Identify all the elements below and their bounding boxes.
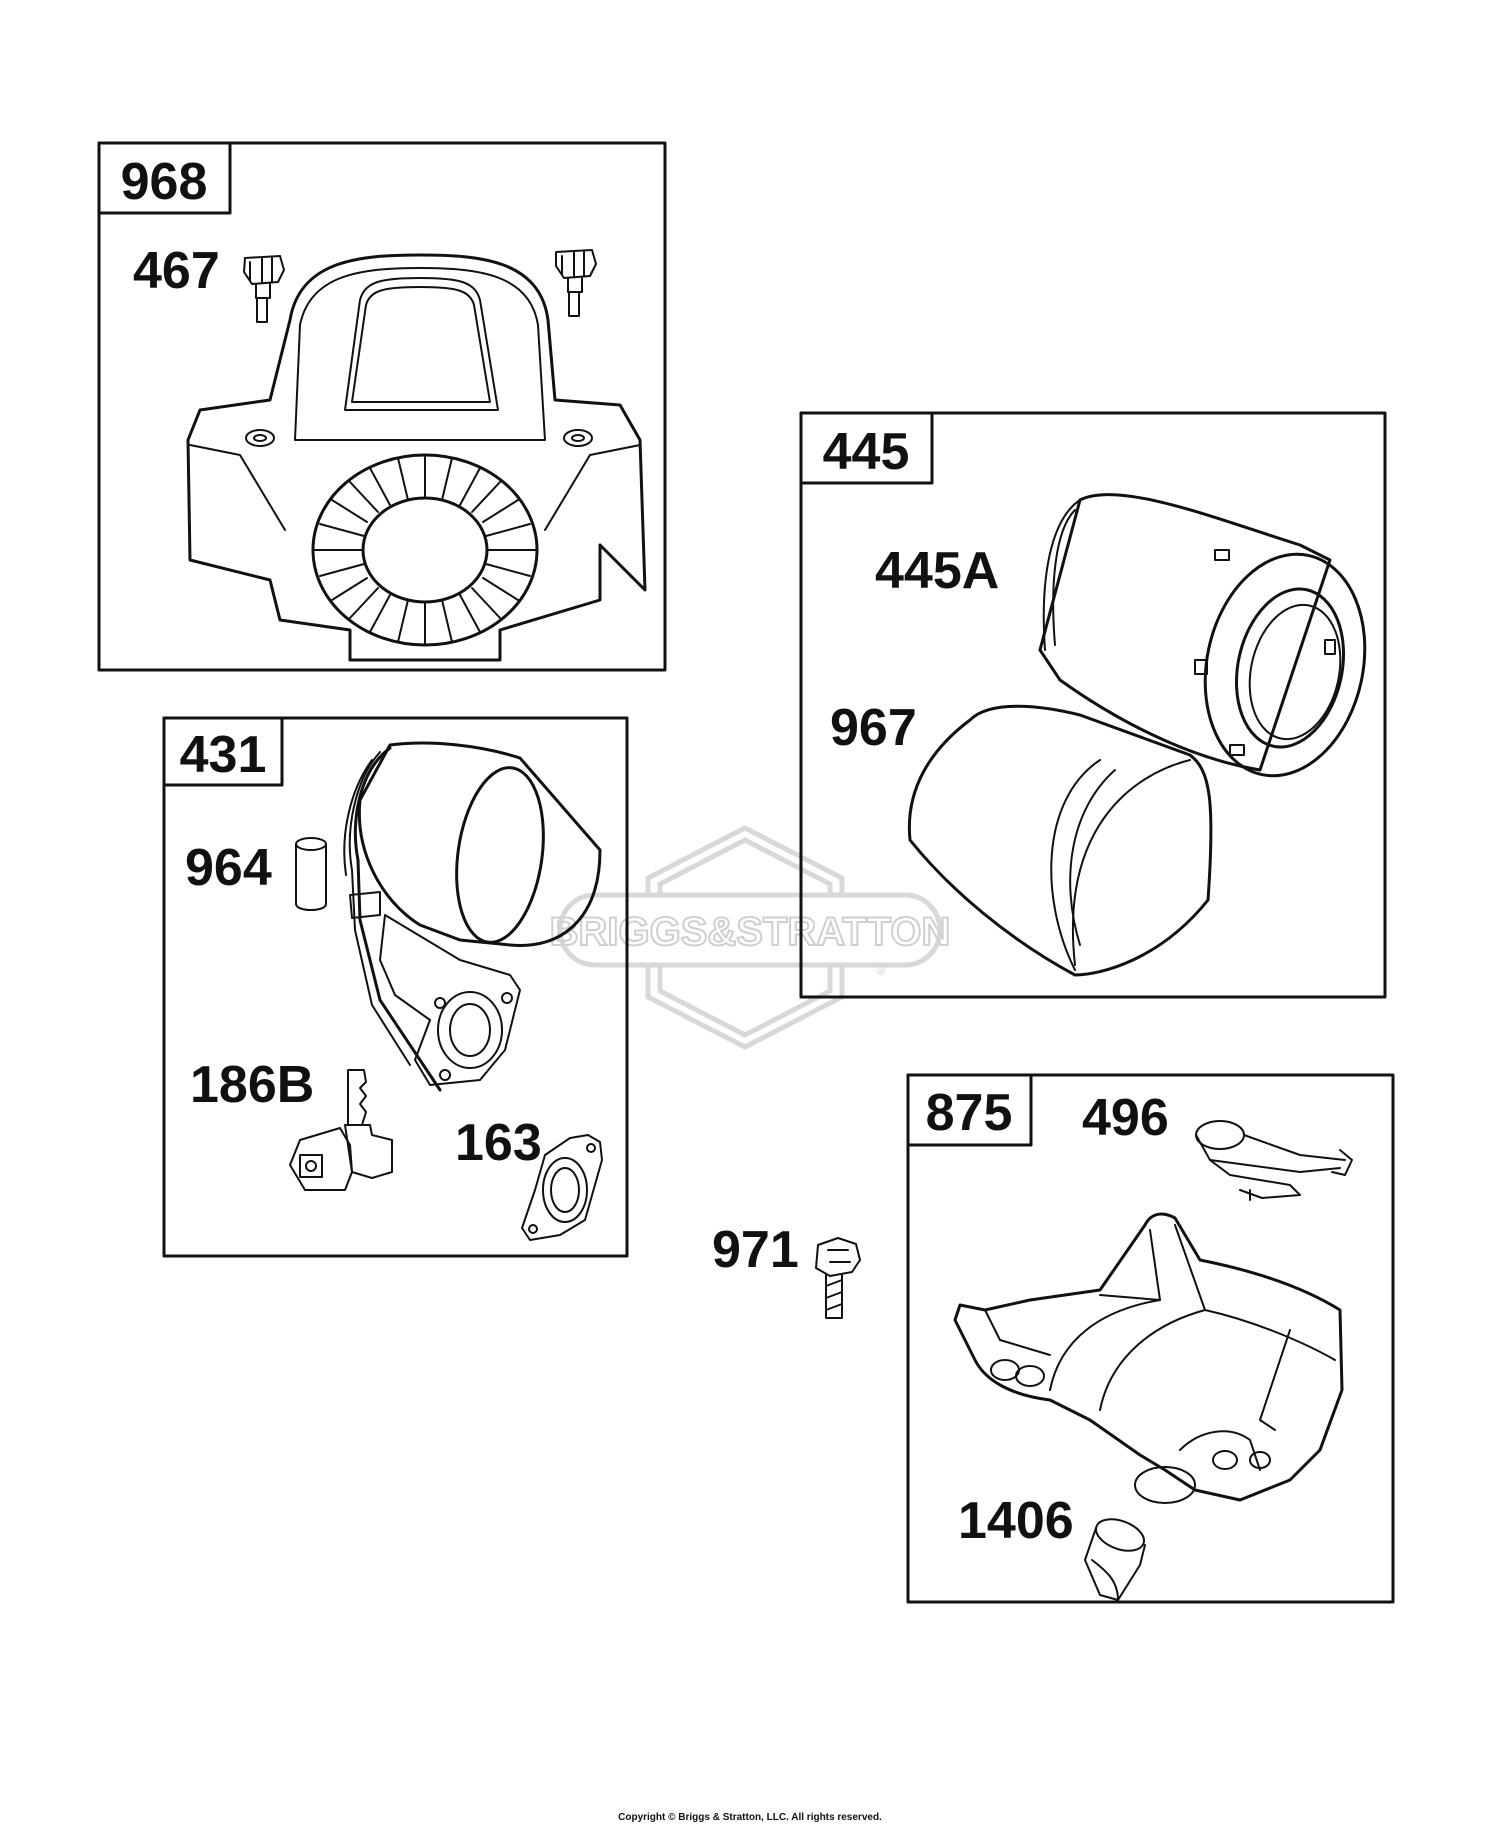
blower-housing-icon <box>186 253 647 662</box>
air-cleaner-base-icon <box>343 741 602 1092</box>
group-445: 445 445A 967 <box>799 411 1387 999</box>
elbow-connector-icon <box>1084 1518 1146 1601</box>
part-1406-label[interactable]: 1406 <box>958 1492 1074 1550</box>
spacer-sleeve-icon <box>295 837 327 911</box>
breather-tube-icon <box>1195 1120 1353 1201</box>
briggs-stratton-watermark: BRIGGS&STRATTON ® <box>549 825 951 1050</box>
part-186B-label[interactable]: 186B <box>190 1056 314 1114</box>
group-431-label[interactable]: 431 <box>180 726 267 784</box>
group-968: 968 467 <box>97 141 667 672</box>
watermark-text: BRIGGS&STRATTON <box>550 910 951 954</box>
gasket-icon <box>521 1134 603 1241</box>
group-431: 431 964 186B 163 <box>162 716 629 1258</box>
air-filter-cartridge-icon <box>1038 493 1367 778</box>
breather-fitting-icon <box>289 1069 393 1191</box>
part-445A-label[interactable]: 445A <box>875 542 999 600</box>
copyright-notice: Copyright © Briggs & Stratton, LLC. All … <box>618 1812 882 1823</box>
pre-cleaner-sleeve-icon <box>907 704 1213 977</box>
group-875: 875 496 1406 <box>906 1073 1395 1604</box>
part-467-label[interactable]: 467 <box>133 242 220 300</box>
group-968-label[interactable]: 968 <box>121 153 208 211</box>
group-445-label[interactable]: 445 <box>823 423 910 481</box>
air-cleaner-housing-icon <box>953 1212 1344 1504</box>
group-875-label[interactable]: 875 <box>926 1084 1013 1142</box>
knob-screw-icon <box>555 249 597 317</box>
part-967-label[interactable]: 967 <box>830 699 917 757</box>
watermark-registered-mark: ® <box>877 966 885 978</box>
bolt-icon <box>815 1237 861 1319</box>
part-496-label[interactable]: 496 <box>1082 1089 1169 1147</box>
knob-screw-icon <box>243 255 285 323</box>
part-971-label[interactable]: 971 <box>712 1221 799 1279</box>
part-964-label[interactable]: 964 <box>185 839 272 897</box>
part-163-label[interactable]: 163 <box>455 1114 542 1172</box>
